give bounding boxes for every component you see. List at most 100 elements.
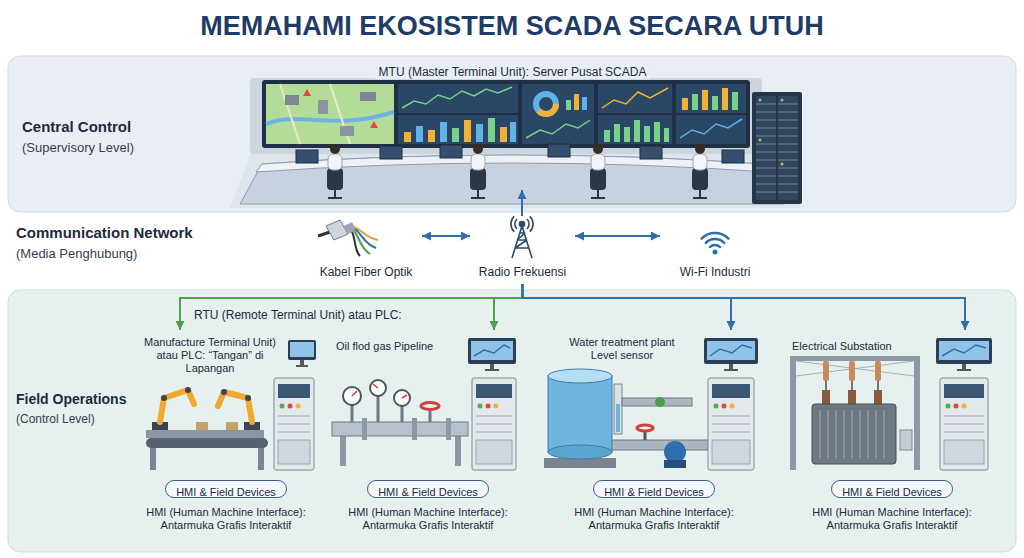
electrical-substation — [914, 356, 920, 470]
control-room — [471, 190, 485, 198]
water-treatment-plant — [622, 398, 692, 406]
control-room — [522, 84, 594, 144]
rtu-plc-cabinet — [274, 378, 314, 470]
annotation-label: HMI (Human Machine Interface): Antarmuka… — [797, 506, 987, 532]
manufacturing-robots — [150, 448, 156, 470]
band-background — [8, 56, 1016, 552]
hmi-monitor — [704, 338, 758, 364]
connector-arrow — [523, 284, 966, 330]
control-room — [664, 128, 669, 142]
text-holder: HMI (Human Machine Interface): Antarmuka… — [131, 506, 321, 533]
text-holder: HMI & Field Devices — [594, 482, 714, 500]
control-room — [634, 120, 640, 142]
control-room — [574, 94, 579, 110]
text-holder: Central Control — [22, 118, 131, 136]
node-label: Radio Frekuensi — [479, 265, 566, 279]
hmi-monitor — [296, 365, 308, 367]
control-room — [692, 94, 698, 110]
hmi-monitor — [729, 364, 733, 369]
text-holder: Manufacture Terminal Unit) atau PLC: “Ta… — [136, 336, 284, 376]
annotation-label: HMI (Human Machine Interface): Antarmuka… — [559, 506, 749, 532]
control-room — [256, 155, 768, 172]
annotation-label: (Media Penghubung) — [16, 246, 137, 262]
control-room — [598, 84, 672, 113]
water-treatment-plant — [614, 384, 622, 434]
water-treatment-plant — [612, 440, 708, 450]
rtu-plc-cabinet — [712, 416, 750, 432]
connector-group — [180, 190, 965, 330]
hmi-monitor — [707, 341, 755, 360]
electrical-substation — [848, 390, 856, 404]
manufacturing-robots — [218, 392, 252, 422]
control-room — [266, 84, 394, 144]
hmi-monitor — [942, 345, 986, 356]
text-holder: Wi-Fi Industri — [660, 262, 770, 280]
annotation-label: HMI (Human Machine Interface): Antarmuka… — [333, 506, 523, 532]
hmi-monitor — [290, 342, 314, 357]
control-room — [476, 124, 483, 142]
hmi-monitor — [962, 364, 966, 369]
water-treatment-plant — [548, 369, 612, 383]
rtu-plc-cabinet — [944, 384, 984, 398]
diagram-title: MEMAHAMI EKOSISTEM SCADA SECARA UTUH — [200, 10, 824, 42]
node-label: HMI & Field Devices — [842, 486, 942, 499]
control-room — [370, 121, 378, 128]
pipeline — [455, 436, 461, 466]
node-label: Oil flod gas Pipeline — [336, 340, 433, 353]
server-rack — [759, 139, 762, 142]
text-holder: MTU (Master Terminal Unit): Server Pusat… — [225, 62, 800, 80]
fiber-optic-icon — [326, 220, 348, 240]
node-label: (Control Level) — [16, 412, 95, 426]
rtu-plc-cabinet — [288, 404, 293, 409]
control-room — [722, 88, 728, 110]
electrical-substation — [900, 430, 912, 450]
control-room — [416, 126, 423, 142]
manufacturing-robots — [146, 387, 268, 470]
electrical-substation — [874, 390, 882, 404]
server-rack — [752, 92, 802, 204]
control-room — [593, 144, 603, 154]
rtu-plc-cabinet — [944, 440, 984, 464]
connector-arrow — [180, 284, 523, 330]
node-label: HMI & Field Devices — [604, 486, 704, 499]
rtu-plc-cabinet — [944, 416, 984, 432]
rtu-plc-cabinet — [278, 384, 310, 398]
rtu-plc-cabinet — [478, 404, 483, 409]
connector-arrow — [575, 235, 660, 237]
control-room — [327, 168, 343, 190]
hmi-monitor — [957, 369, 971, 371]
manufacturing-robots — [226, 422, 238, 430]
control-room — [266, 112, 394, 124]
control-room — [318, 100, 328, 114]
control-room — [398, 84, 518, 113]
rtu-plc-cabinet — [476, 416, 512, 432]
communication-medium: Kabel Fiber Optik — [310, 216, 422, 284]
control-room — [598, 115, 672, 144]
rtu-plc-cabinet — [730, 404, 735, 409]
control-room — [380, 146, 402, 159]
text-holder: (Control Level) — [16, 409, 95, 427]
control-room — [296, 150, 318, 163]
water-treatment-plant — [548, 445, 612, 459]
hmi-monitor — [485, 369, 499, 371]
pipeline — [421, 403, 439, 410]
control-room — [536, 94, 556, 114]
hmi-monitor — [300, 360, 304, 365]
control-room — [473, 144, 483, 154]
control-room — [303, 89, 311, 96]
node-label: Field Operations — [16, 391, 126, 408]
hmi-pill: HMI & Field Devices — [367, 480, 489, 498]
control-room — [582, 97, 587, 110]
electrical-substation — [820, 410, 884, 458]
fiber-optic-icon — [318, 232, 330, 236]
rtu-plc-cabinet — [280, 404, 285, 409]
rtu-plc-cabinet — [962, 404, 967, 409]
control-room — [471, 154, 485, 170]
control-room — [510, 122, 516, 142]
electrical-substation — [790, 356, 796, 470]
control-room — [624, 127, 630, 142]
fiber-optic-icon — [318, 220, 378, 256]
communication-medium: Wi-Fi Industri — [660, 216, 770, 284]
water-treatment-plant — [664, 441, 686, 463]
water-treatment-plant — [616, 404, 620, 432]
